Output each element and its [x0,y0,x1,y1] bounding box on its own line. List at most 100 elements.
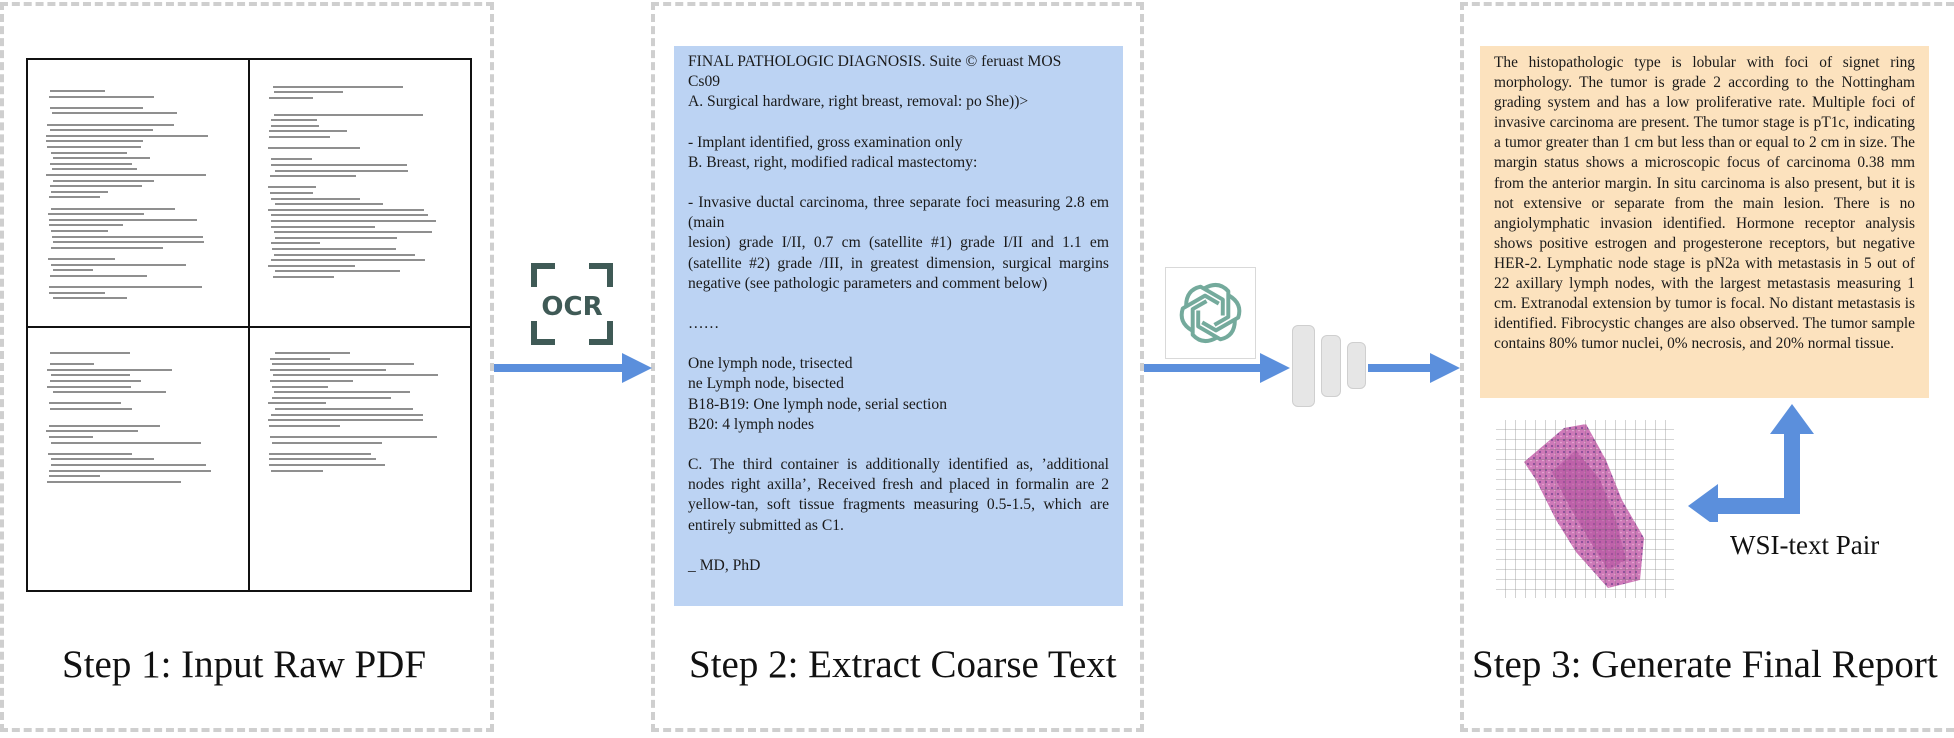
pdf-text-line [270,368,386,371]
pdf-page-divider [248,60,250,590]
pdf-text-line [47,385,131,388]
coarse-text-line: FINAL PATHOLOGIC DIAGNOSIS. Suite © feru… [688,53,1062,70]
pdf-text-line [272,248,396,250]
pdf-page-1 [28,60,248,326]
pdf-text-line [270,436,437,438]
step2-label: Step 2: Extract Coarse Text [689,643,1117,686]
wsi-text-pair-arrow [1688,404,1814,522]
pdf-text-line [49,95,154,98]
pdf-text-line [50,90,105,92]
pdf-text-line [49,475,100,478]
pdf-text-line [51,458,154,461]
pdf-text-line [50,408,132,410]
pdf-text-line [272,396,391,399]
arrow-model-to-step3 [1368,353,1460,383]
pdf-text-line [51,151,127,154]
pdf-text-line [273,276,334,278]
pdf-text-line [269,458,376,461]
pdf-text-line [272,385,328,388]
pdf-text-line [51,246,163,249]
step3-panel [1460,2,1954,732]
pdf-text-line [271,164,407,166]
openai-logo-icon [1175,281,1246,345]
pdf-page-4 [250,328,472,592]
pdf-text-line [269,464,385,466]
pdf-text-line [52,168,137,171]
pdf-text-line [51,207,175,210]
pdf-text-line [274,391,410,394]
pdf-text-line [53,157,150,160]
pdf-text-line [50,185,142,188]
wsi-slide-image [1496,420,1674,598]
ocr-icon-label: OCR [541,292,602,322]
pdf-text-line [47,123,174,126]
coarse-text-line: lesion) grade I/II, 0.7 cm (satellite #1… [688,234,1109,292]
pdf-text-line [52,235,203,238]
pdf-text-line [275,352,350,354]
pdf-text-line [50,274,147,277]
pdf-text-line [274,91,343,94]
coarse-text-line: …… [688,315,720,333]
pdf-text-line [49,196,100,199]
pdf-text-line [271,124,319,127]
pdf-text-line [269,424,340,427]
pdf-text-line [272,363,414,366]
pdf-text-line [271,158,312,161]
pdf-text-line [270,175,356,178]
pdf-page-divider [28,326,470,328]
pdf-text-line [53,179,154,182]
pdf-page-2 [250,60,472,326]
arrow-step1-to-step2 [494,353,652,383]
pdf-text-line [274,253,415,256]
pdf-text-line [275,270,400,273]
step2-panel [651,2,1144,732]
pdf-text-line [274,113,423,116]
model-layer-bar [1321,335,1341,397]
pdf-text-line [271,214,428,217]
ocr-scan-icon: OCR [531,263,613,345]
pdf-text-line [48,213,144,216]
pdf-text-line [273,85,403,88]
coarse-text-line: One lymph node, trisected [688,355,853,373]
pdf-text-line [49,286,202,288]
final-report-box: The histopathologic type is lobular with… [1480,46,1929,398]
pdf-text-line [273,374,438,377]
pdf-text-line [271,225,375,228]
pdf-text-line [49,436,93,438]
pdf-text-line [47,368,172,371]
pdf-text-line [51,190,108,193]
pdf-text-line [51,263,186,266]
step1-panel [0,2,494,732]
arrow-step2-to-model [1144,353,1290,383]
coarse-text-line: B18-B19: One lymph node, serial section [688,395,947,413]
coarse-text-line: - Invasive ductal carcinoma, three separ… [688,194,1109,232]
coarse-text-line: - Implant identified, gross examination … [688,133,963,151]
pdf-text-line [52,112,177,115]
pdf-text-line [51,464,206,466]
pdf-text-line [269,452,371,455]
pdf-text-line [53,391,166,394]
pdf-text-line [50,352,130,354]
pdf-text-line [49,224,123,227]
pdf-text-line [269,136,330,138]
pdf-text-line [268,402,326,405]
pdf-text-line [53,269,93,272]
pdf-text-line [49,402,121,405]
pdf-text-line [50,380,141,382]
pdf-text-line [50,162,132,165]
pdf-text-line [47,146,141,148]
pdf-text-line [46,430,138,433]
pdf-text-line [49,424,160,427]
coarse-text-line: Cs09 [688,73,721,91]
pdf-text-line [268,147,360,150]
step1-label: Step 1: Input Raw PDF [62,643,427,686]
pdf-text-line [270,380,353,382]
coarse-text-line: A. Surgical hardware, right breast, remo… [688,93,1029,111]
pdf-text-line [50,363,94,366]
pdf-text-line [268,186,316,189]
pdf-text-line [47,480,181,483]
pdf-text-line [49,291,105,294]
pdf-text-line [51,441,201,444]
coarse-text-line: B. Breast, right, modified radical maste… [688,153,978,171]
pdf-text-line [51,230,108,232]
